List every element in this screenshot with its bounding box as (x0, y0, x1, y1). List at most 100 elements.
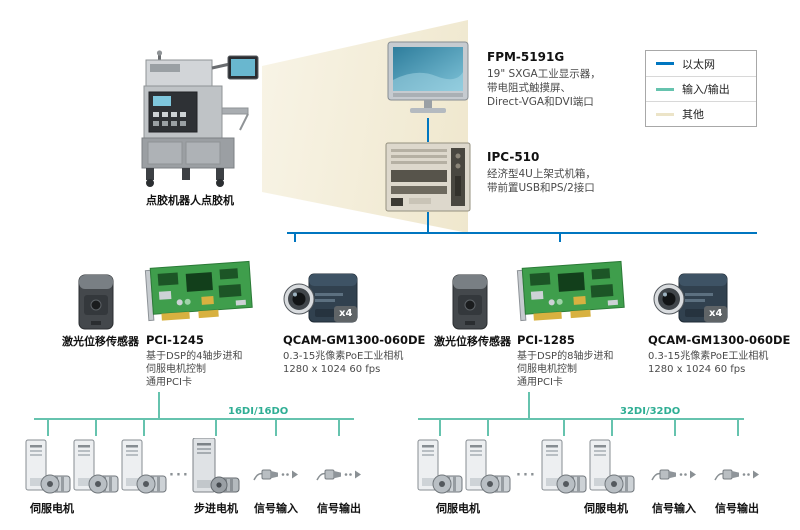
io-drop (215, 420, 217, 436)
camera-desc-right: 0.3-15兆像素PoE工业相机 1280 x 1024 60 fps (648, 350, 798, 376)
ipc-chassis-illustration (385, 142, 471, 212)
signal-input-icon (253, 464, 299, 484)
io-drop (563, 420, 565, 436)
laser-sensor-label-left: 激光位移传感器 (62, 335, 139, 348)
camera-text-right: QCAM-GM1300-060DE 0.3-15兆像素PoE工业相机 1280 … (648, 333, 798, 376)
signal-input-label-left: 信号输入 (254, 502, 298, 515)
ethernet-line-sample (656, 62, 674, 65)
servo-motor-icon (540, 438, 588, 496)
laser-sensor-icon-right (448, 271, 492, 331)
pci-card-text-right: PCI-1285 基于DSP的8轴步进和 伺服电机控制 通用PCI卡 (517, 333, 647, 389)
servo-motor-label-right-1: 伺服电机 (436, 502, 480, 515)
ipc-text-block: IPC-510 经济型4U上架式机箱， 带前置USB和PS/2接口 (487, 150, 637, 195)
io-drop (674, 420, 676, 436)
pci-card-name-right: PCI-1285 (517, 333, 575, 347)
monitor-desc-line: 19" SXGA工业显示器， (487, 68, 601, 80)
laser-sensor-icon-left (74, 271, 118, 331)
legend-row-io: 输入/输出 (646, 76, 756, 101)
pci-card-name-left: PCI-1245 (146, 333, 204, 347)
camera-desc-line: 0.3-15兆像素PoE工业相机 (648, 351, 769, 362)
io-drop (95, 420, 97, 436)
stepper-motor-icon (191, 438, 241, 496)
ethernet-drop-ipc (427, 212, 429, 232)
ellipsis: ··· (169, 468, 190, 483)
legend-row-other: 其他 (646, 101, 756, 126)
pci-card-desc-line: 基于DSP的4轴步进和 (146, 351, 243, 362)
monitor-text-block: FPM-5191G 19" SXGA工业显示器， 带电阻式触摸屏、 Direct… (487, 50, 637, 109)
ellipsis: ··· (516, 468, 537, 483)
io-drop-card-left (158, 392, 160, 419)
legend-label: 其他 (682, 108, 704, 121)
stepper-motor-label: 步进电机 (194, 502, 238, 515)
io-drop (737, 420, 739, 436)
monitor-desc: 19" SXGA工业显示器， 带电阻式触摸屏、 Direct-VGA和DVI端口 (487, 67, 637, 109)
ipc-desc-line: 经济型4U上架式机箱， (487, 168, 596, 180)
monitor-desc-line: Direct-VGA和DVI端口 (487, 96, 594, 108)
io-drop (487, 420, 489, 436)
camera-name-right: QCAM-GM1300-060DE (648, 333, 791, 347)
camera-desc-left: 0.3-15兆像素PoE工业相机 1280 x 1024 60 fps (283, 350, 433, 376)
signal-output-label-left: 信号输出 (317, 502, 361, 515)
camera-quantity-badge-left: x4 (334, 306, 358, 322)
machine-caption: 点胶机器人点胶机 (146, 194, 234, 207)
servo-motor-label-right-2: 伺服电机 (584, 502, 628, 515)
signal-output-icon (316, 464, 362, 484)
signal-output-label-right: 信号输出 (715, 502, 759, 515)
io-drop-card-right (528, 392, 530, 419)
ethernet-tap-left (294, 234, 296, 242)
io-drop (143, 420, 145, 436)
io-bus-label-right: 32DI/32DO (620, 406, 681, 417)
monitor-illustration (386, 40, 470, 118)
servo-motor-label-left: 伺服电机 (30, 502, 74, 515)
laser-sensor-label-right: 激光位移传感器 (434, 335, 511, 348)
servo-motor-icon (464, 438, 512, 496)
legend: 以太网 输入/输出 其他 (645, 50, 757, 127)
signal-input-label-right: 信号输入 (652, 502, 696, 515)
ethernet-line-monitor-ipc (427, 118, 429, 142)
pci-card-desc-line: 伺服电机控制 (517, 364, 577, 375)
signal-output-icon (714, 464, 760, 484)
pci-card-text-left: PCI-1245 基于DSP的4轴步进和 伺服电机控制 通用PCI卡 (146, 333, 276, 389)
servo-motor-icon (24, 438, 72, 496)
monitor-desc-line: 带电阻式触摸屏、 (487, 82, 571, 94)
servo-motor-icon (416, 438, 464, 496)
io-drop (611, 420, 613, 436)
legend-label: 输入/输出 (682, 83, 730, 96)
ipc-name: IPC-510 (487, 150, 540, 164)
servo-motor-icon (120, 438, 168, 496)
pci-card-icon-right (515, 259, 627, 324)
pci-card-desc-line: 通用PCI卡 (517, 377, 563, 388)
ethernet-tap-right (559, 234, 561, 242)
io-bus-line-left (34, 418, 354, 420)
pci-card-desc-line: 伺服电机控制 (146, 364, 206, 375)
io-drop (439, 420, 441, 436)
servo-motor-icon (588, 438, 636, 496)
legend-label: 以太网 (682, 57, 715, 71)
pci-card-icon-left (143, 259, 255, 324)
pci-card-desc-line: 通用PCI卡 (146, 377, 192, 388)
ethernet-bus-line (287, 232, 757, 234)
pci-card-desc-line: 基于DSP的8轴步进和 (517, 351, 614, 362)
io-drop (275, 420, 277, 436)
ipc-desc-line: 带前置USB和PS/2接口 (487, 182, 595, 194)
pci-card-desc-left: 基于DSP的4轴步进和 伺服电机控制 通用PCI卡 (146, 350, 276, 389)
io-bus-line-right (418, 418, 744, 420)
dispensing-machine-illustration (136, 50, 264, 190)
signal-input-icon (651, 464, 697, 484)
camera-desc-line: 1280 x 1024 60 fps (648, 364, 746, 375)
camera-text-left: QCAM-GM1300-060DE 0.3-15兆像素PoE工业相机 1280 … (283, 333, 433, 376)
io-line-sample (656, 87, 674, 91)
io-drop (47, 420, 49, 436)
io-bus-label-left: 16DI/16DO (228, 406, 289, 417)
pci-card-desc-right: 基于DSP的8轴步进和 伺服电机控制 通用PCI卡 (517, 350, 647, 389)
ipc-desc: 经济型4U上架式机箱， 带前置USB和PS/2接口 (487, 167, 637, 195)
monitor-name: FPM-5191G (487, 50, 565, 64)
camera-quantity-badge-right: x4 (704, 306, 728, 322)
servo-motor-icon (72, 438, 120, 496)
other-line-sample (656, 112, 674, 116)
camera-name-left: QCAM-GM1300-060DE (283, 333, 426, 347)
camera-desc-line: 0.3-15兆像素PoE工业相机 (283, 351, 404, 362)
legend-row-ethernet: 以太网 (646, 51, 756, 76)
camera-desc-line: 1280 x 1024 60 fps (283, 364, 381, 375)
